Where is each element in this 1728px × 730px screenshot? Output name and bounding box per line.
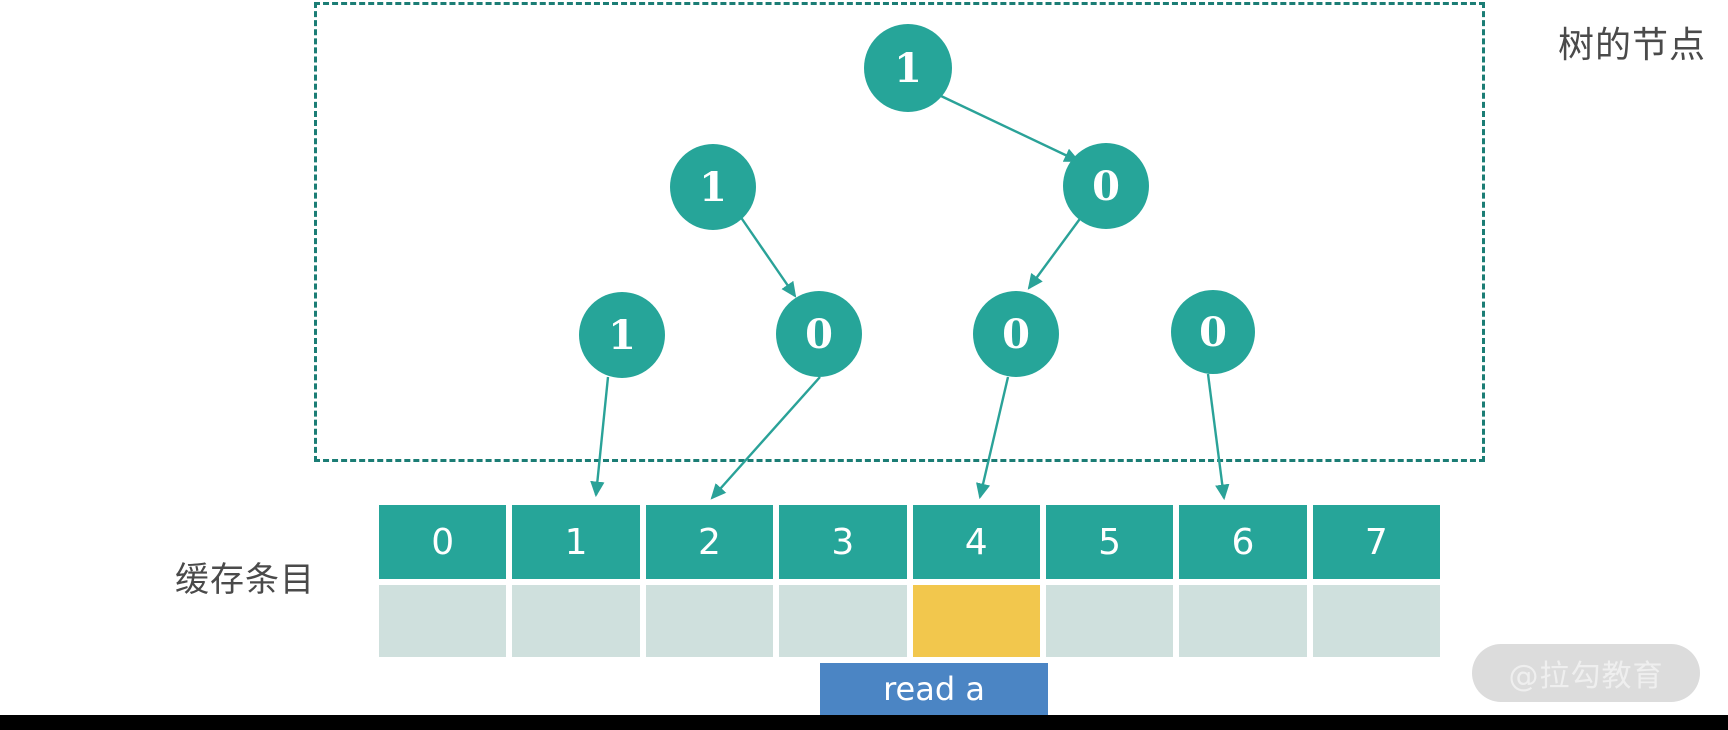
cache-entry-cell[interactable] bbox=[379, 585, 507, 657]
cache-index-cell[interactable]: 3 bbox=[779, 505, 907, 579]
watermark-badge: @拉勾教育 bbox=[1472, 644, 1700, 702]
cache-entry-cell[interactable] bbox=[1045, 585, 1174, 657]
read-action-button[interactable]: read a bbox=[820, 663, 1048, 715]
cache-entry-cell[interactable] bbox=[645, 585, 774, 657]
tree-node-leaf-1[interactable]: 0 bbox=[776, 291, 862, 377]
tree-node-root[interactable]: 1 bbox=[864, 24, 952, 112]
cache-index-cell[interactable]: 5 bbox=[1045, 505, 1174, 579]
cache-entry-cell[interactable] bbox=[512, 585, 640, 657]
cache-entry-cell[interactable] bbox=[1312, 585, 1440, 657]
cache-table: 0 1 2 3 4 5 6 7 bbox=[379, 505, 1440, 657]
tree-region-box bbox=[314, 2, 1485, 462]
tree-node-l1[interactable]: 1 bbox=[670, 144, 756, 230]
tree-node-label: 0 bbox=[1002, 310, 1030, 358]
cache-entry-cell[interactable] bbox=[779, 585, 907, 657]
bottom-black-bar bbox=[0, 715, 1728, 730]
tree-node-label: 0 bbox=[1092, 162, 1120, 210]
cache-index-cell[interactable]: 4 bbox=[912, 505, 1040, 579]
cache-index-row: 0 1 2 3 4 5 6 7 bbox=[379, 505, 1440, 579]
cache-index-cell[interactable]: 2 bbox=[645, 505, 774, 579]
tree-node-leaf-0[interactable]: 1 bbox=[579, 292, 665, 378]
tree-node-label: 1 bbox=[699, 163, 727, 211]
tree-node-label: 1 bbox=[894, 44, 922, 92]
cache-index-cell[interactable]: 1 bbox=[512, 505, 640, 579]
tree-region-label: 树的节点 bbox=[1557, 25, 1706, 66]
cache-entry-row bbox=[379, 585, 1440, 657]
tree-node-label: 0 bbox=[805, 310, 833, 358]
cache-index-cell[interactable]: 6 bbox=[1179, 505, 1307, 579]
tree-node-label: 0 bbox=[1199, 308, 1227, 356]
tree-node-leaf-3[interactable]: 0 bbox=[1171, 290, 1255, 374]
tree-node-leaf-2[interactable]: 0 bbox=[973, 291, 1059, 377]
cache-index-cell[interactable]: 7 bbox=[1312, 505, 1440, 579]
tree-node-r1[interactable]: 0 bbox=[1063, 143, 1149, 229]
tree-node-label: 1 bbox=[608, 311, 636, 359]
cache-entry-cell-highlighted[interactable] bbox=[912, 585, 1040, 657]
cache-index-cell[interactable]: 0 bbox=[379, 505, 507, 579]
cache-entry-cell[interactable] bbox=[1179, 585, 1307, 657]
cache-entries-label: 缓存条目 bbox=[175, 560, 315, 600]
